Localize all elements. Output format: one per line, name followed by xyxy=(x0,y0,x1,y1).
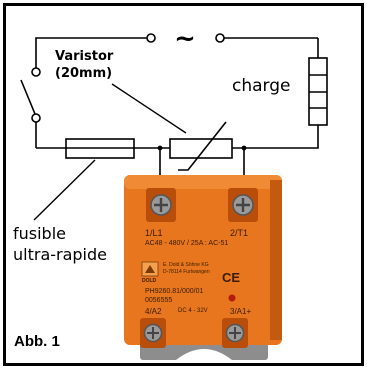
load-label: charge xyxy=(232,76,291,96)
relay-terminal-2: 2/T1 xyxy=(230,228,249,238)
solid-state-relay xyxy=(124,175,282,360)
relay-control-voltage: DC 4 - 32V xyxy=(178,308,208,314)
status-led-icon xyxy=(228,294,236,302)
fuse-symbol xyxy=(65,138,135,159)
relay-terminal-4: 4/A2 xyxy=(145,307,162,316)
fuse-label-line2: ultra-rapide xyxy=(13,245,107,264)
switch xyxy=(20,67,41,123)
ac-terminal-left xyxy=(146,33,156,43)
ac-source-symbol: ~ xyxy=(174,24,196,54)
varistor-symbol xyxy=(169,121,233,171)
relay-serial: 0056555 xyxy=(145,297,173,304)
fuse-label-line1: fusible xyxy=(13,224,66,243)
wire-top-left xyxy=(35,37,147,68)
relay-part-number: PH9260.81/000/01 xyxy=(145,288,204,295)
relay-terminal-3: 3/A1+ xyxy=(230,307,252,316)
figure-label: Abb. 1 xyxy=(14,333,60,350)
fuse-label: fusible ultra-rapide xyxy=(13,223,107,265)
fuse-pointer xyxy=(33,159,96,221)
relay-maker-line1: E. Dold & Söhne KG xyxy=(163,262,209,268)
varistor-label-line2: (20mm) xyxy=(55,66,113,81)
relay-rating: AC48 - 480V / 25A : AC-51 xyxy=(145,240,229,247)
relay-terminal-1: 1/L1 xyxy=(145,228,163,238)
ac-terminal-right xyxy=(215,33,225,43)
wire-right-lower xyxy=(232,125,319,149)
varistor-label: Varistor (20mm) xyxy=(55,48,113,82)
relay-brand: DOLD xyxy=(142,278,157,284)
varistor-label-line1: Varistor xyxy=(55,49,114,64)
ce-mark: CE xyxy=(222,270,241,285)
relay-maker-line2: D-78114 Furtwangen xyxy=(163,269,210,275)
varistor-pointer xyxy=(111,83,187,134)
load-resistor xyxy=(308,57,328,126)
